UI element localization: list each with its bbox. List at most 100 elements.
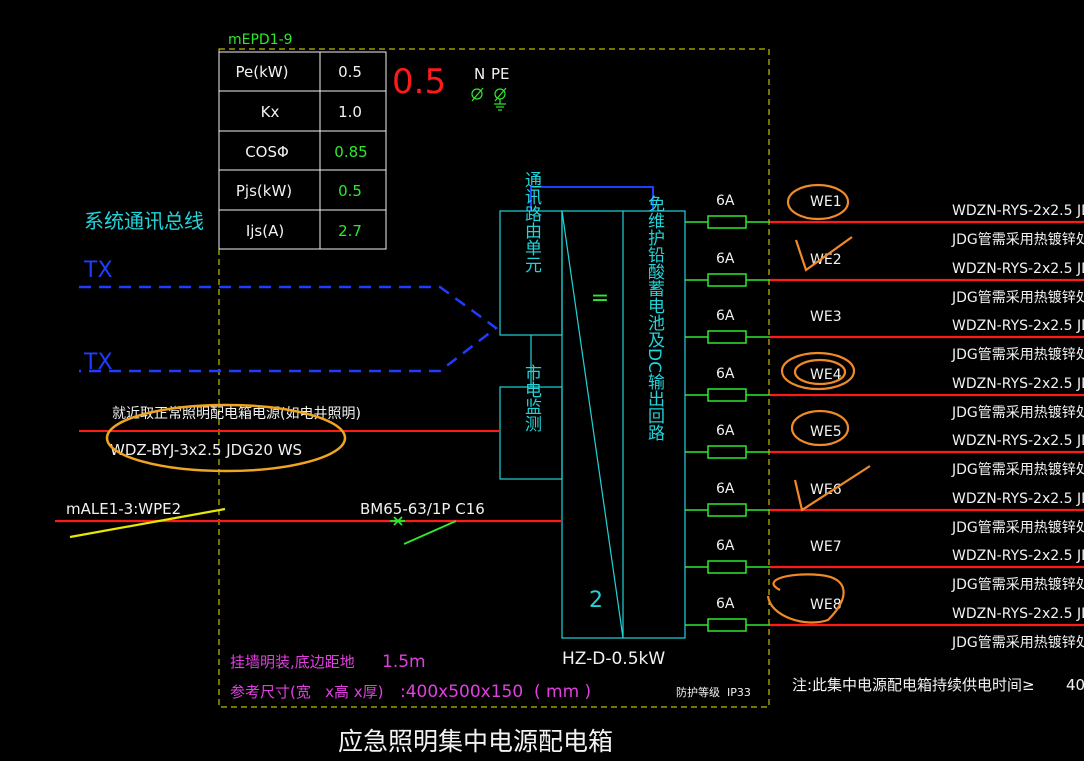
param-label-cos: COSΦ <box>245 143 289 161</box>
breaker-label: BM65-63/1P C16 <box>360 500 485 518</box>
supply-cable: WDZ-BYJ-3x2.5 JDG20 WS <box>110 441 302 459</box>
incoming-source: mALE1-3:WPE2 <box>66 500 181 518</box>
size-value: :400x500x150 ( mm ) <box>400 682 591 702</box>
circuit-name: WE8 <box>810 597 842 613</box>
fuse-icon <box>707 618 747 632</box>
circuit-note: JDG管需采用热镀锌处理 <box>951 576 1084 593</box>
circuit-cable: WDZN-RYS-2x2.5 JD <box>952 376 1084 392</box>
fuse-rating: 6A <box>716 481 735 497</box>
fuse-icon <box>707 445 747 459</box>
we2-check-mark <box>794 236 853 272</box>
we8-circle-mark <box>766 573 845 624</box>
param-label-ijs: Ijs(A) <box>246 222 284 240</box>
circuit-name: WE1 <box>810 194 842 210</box>
circuit-name: WE7 <box>810 539 842 555</box>
duration-note: 注:此集中电源配电箱持续供电时间≥ <box>792 676 1035 694</box>
power-note: 0.5 <box>392 62 446 102</box>
size-label: 参考尺寸(宽 x高 x厚) <box>230 683 384 701</box>
we5-circle-mark <box>790 409 850 447</box>
param-label-kx: Kx <box>261 103 280 121</box>
mount-label: 挂墙明装,底边距地 <box>230 653 355 671</box>
param-table: Pe(kW) 0.5 Kx 1.0 COSΦ 0.85 Pjs(kW) 0.5 … <box>218 51 387 250</box>
circuit-note: JDG管需采用热镀锌处理 <box>951 634 1084 651</box>
param-value-cos: 0.85 <box>334 143 367 161</box>
circuit-name: WE3 <box>810 309 842 325</box>
comm-unit-label: 通讯路由单元 <box>521 171 542 273</box>
model-label: HZ-D-0.5kW <box>562 649 665 669</box>
fuse-icon <box>707 388 747 402</box>
circuit-cable: WDZN-RYS-2x2.5 JD <box>952 433 1084 449</box>
bus-label: 系统通讯总线 <box>84 209 204 233</box>
we4-circle-inner <box>793 358 847 386</box>
panel-id: mEPD1-9 <box>228 32 293 48</box>
enclosure-outline <box>218 48 770 708</box>
we4-circle-outer <box>780 351 856 391</box>
circuit-name: WE4 <box>810 367 842 383</box>
fuse-rating: 6A <box>716 423 735 439</box>
circuit-note: JDG管需采用热镀锌处理 <box>951 289 1084 306</box>
we6-check-mark <box>793 465 871 512</box>
fuse-icon <box>707 330 747 344</box>
fuse-icon <box>707 273 747 287</box>
supply-highlight-ellipse <box>105 403 347 473</box>
param-label-pjs: Pjs(kW) <box>236 182 292 200</box>
breaker-symbol <box>390 516 457 545</box>
circuit-cable: WDZN-RYS-2x2.5 JD <box>952 261 1084 277</box>
pe-label: PE <box>491 65 510 83</box>
rectifier-diagonal <box>561 210 624 639</box>
circuit-name: WE2 <box>810 252 842 268</box>
circuit-note: JDG管需采用热镀锌处理 <box>951 404 1084 421</box>
fuse-rating: 6A <box>716 308 735 324</box>
fuse-rating: 6A <box>716 193 735 209</box>
battery-top-mark: = <box>591 286 609 311</box>
circuit-name: WE5 <box>810 424 842 440</box>
circuit-cable: WDZN-RYS-2x2.5 JD <box>952 318 1084 334</box>
tx-top-label: TX <box>83 258 113 283</box>
battery-unit-label: 免维护铅酸蓄电池及DC输出回路 <box>644 195 665 441</box>
circuit-note: JDG管需采用热镀锌处理 <box>951 231 1084 248</box>
comm-bus-line <box>79 285 499 373</box>
fuse-icon <box>707 215 747 229</box>
param-value-ijs: 2.7 <box>338 222 362 240</box>
supply-note: 就近取正常照明配电箱电源(如电井照明) <box>112 406 361 422</box>
circuit-note: JDG管需采用热镀锌处理 <box>951 519 1084 536</box>
duration-value: 40 <box>1066 676 1084 694</box>
mains-monitor-label: 市电监测 <box>521 364 542 433</box>
diagram-title: 应急照明集中电源配电箱 <box>338 727 613 756</box>
fuse-icon <box>707 503 747 517</box>
n-terminal-icon <box>471 88 483 100</box>
param-value-pe: 0.5 <box>338 63 362 81</box>
param-label-pe: Pe(kW) <box>236 63 289 81</box>
fuse-icon <box>707 560 747 574</box>
circuit-note: JDG管需采用热镀锌处理 <box>951 346 1084 363</box>
we1-circle-mark <box>786 183 850 221</box>
comm-bus-link <box>530 186 654 211</box>
circuit-cable: WDZN-RYS-2x2.5 JD <box>952 548 1084 564</box>
hand-annotations <box>766 183 871 624</box>
param-value-kx: 1.0 <box>338 103 362 121</box>
circuit-cable: WDZN-RYS-2x2.5 JD <box>952 203 1084 219</box>
circuit-cable: WDZN-RYS-2x2.5 JD <box>952 491 1084 507</box>
fuse-rating: 6A <box>716 366 735 382</box>
circuit-cable: WDZN-RYS-2x2.5 JD <box>952 606 1084 622</box>
n-label: N <box>474 65 485 83</box>
source-underline-mark <box>69 507 226 539</box>
fuse-rating: 6A <box>716 596 735 612</box>
protection-rating: 防护等级 IP33 <box>676 685 751 699</box>
fuse-rating: 6A <box>716 538 735 554</box>
battery-bottom-mark: 2 <box>589 588 603 613</box>
fuse-rating: 6A <box>716 251 735 267</box>
param-value-pjs: 0.5 <box>338 182 362 200</box>
circuit-note: JDG管需采用热镀锌处理 <box>951 461 1084 478</box>
circuit-name: WE6 <box>810 482 842 498</box>
